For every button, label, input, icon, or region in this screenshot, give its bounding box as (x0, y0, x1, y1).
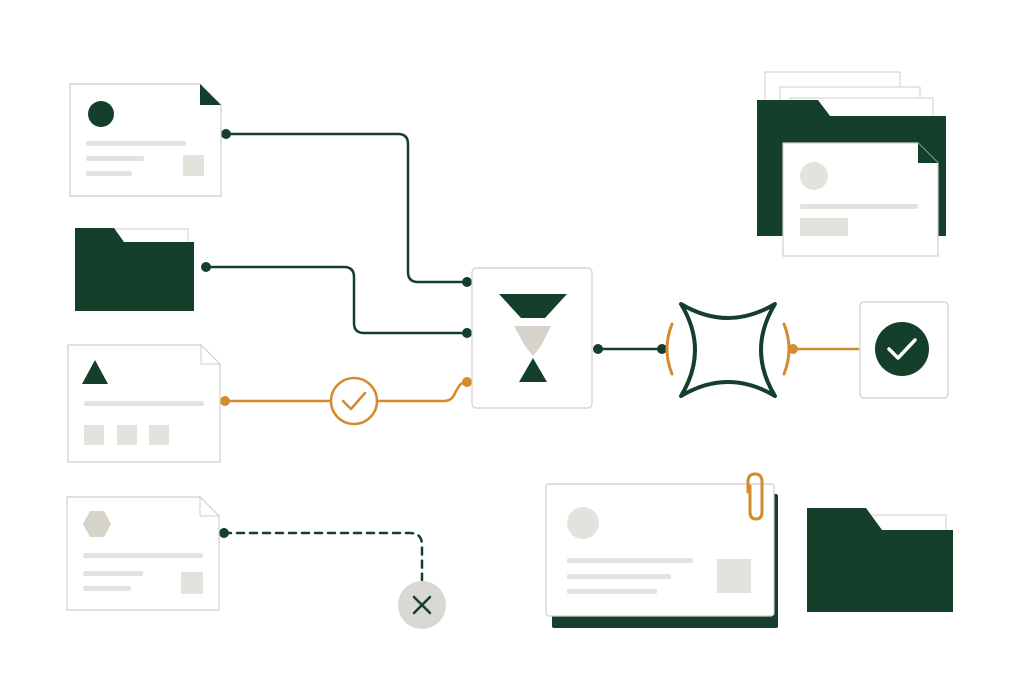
text-line-placeholder (83, 571, 143, 576)
connector-doc-hexagon-to-rejected (222, 531, 424, 582)
text-line-placeholder (86, 156, 144, 161)
text-line-placeholder (567, 589, 657, 594)
source-document-circle[interactable] (69, 83, 222, 197)
signal-wave-right (782, 322, 791, 376)
port-dot (219, 528, 229, 538)
source-folder[interactable] (75, 228, 194, 311)
port-dot (462, 277, 472, 287)
text-line-placeholder (83, 553, 203, 558)
connector-dots (201, 129, 798, 538)
source-document-hexagon[interactable] (66, 495, 221, 611)
filter-middle-shape (514, 326, 551, 356)
output-folder-stack[interactable] (757, 71, 946, 257)
port-dot (220, 396, 230, 406)
connector-folder-to-filter (204, 265, 468, 335)
text-line-placeholder (86, 141, 186, 146)
image-placeholder (800, 218, 848, 236)
port-dot (657, 344, 667, 354)
hexagon-icon (83, 511, 111, 537)
output-folder[interactable] (807, 508, 953, 612)
image-placeholder (717, 559, 751, 593)
card-body (545, 483, 775, 617)
filter-node[interactable] (471, 267, 593, 409)
rejected-badge (398, 581, 446, 629)
image-placeholder (84, 425, 104, 445)
output-attached-card[interactable] (545, 472, 778, 628)
card-outline (69, 83, 222, 197)
circle-icon (88, 101, 114, 127)
port-dot (788, 344, 798, 354)
avatar-placeholder (567, 507, 599, 539)
signal-wave-left (665, 322, 674, 376)
text-line-placeholder (86, 171, 132, 176)
x-mark (412, 595, 432, 615)
check-circle-icon (875, 322, 929, 376)
folded-corner (200, 84, 221, 105)
text-line-placeholder (84, 401, 204, 406)
folded-corner (918, 143, 938, 163)
check-mark (887, 338, 917, 360)
port-dot (462, 377, 472, 387)
image-placeholder (149, 425, 169, 445)
text-line-placeholder (567, 558, 693, 563)
validation-badge (329, 376, 379, 426)
filter-bottom-shape (519, 358, 547, 382)
port-dot (593, 344, 603, 354)
text-line-placeholder (83, 586, 131, 591)
text-line-placeholder (567, 574, 671, 579)
folder-icon (75, 228, 194, 311)
output-check-node[interactable] (859, 301, 949, 399)
source-document-triangle[interactable] (67, 343, 222, 463)
check-icon (329, 376, 379, 426)
folder-icon (807, 508, 953, 612)
folded-corner (199, 495, 221, 517)
hourglass-filter-icon (499, 294, 567, 318)
image-placeholder (181, 572, 203, 594)
port-dot (462, 328, 472, 338)
signal-star-icon (679, 302, 777, 398)
connector-doc-circle-to-filter (224, 132, 468, 284)
connectors (204, 132, 860, 582)
paperclip-icon (746, 472, 764, 521)
triangle-icon (82, 360, 108, 384)
folded-corner (200, 343, 222, 365)
port-dot (221, 129, 231, 139)
text-line-placeholder (800, 204, 918, 209)
check-mark (341, 391, 367, 411)
port-dot (201, 262, 211, 272)
avatar-placeholder (800, 162, 828, 190)
processor-node[interactable] (665, 302, 791, 398)
image-placeholder (183, 155, 204, 176)
image-placeholder (117, 425, 137, 445)
document-card (782, 142, 939, 257)
